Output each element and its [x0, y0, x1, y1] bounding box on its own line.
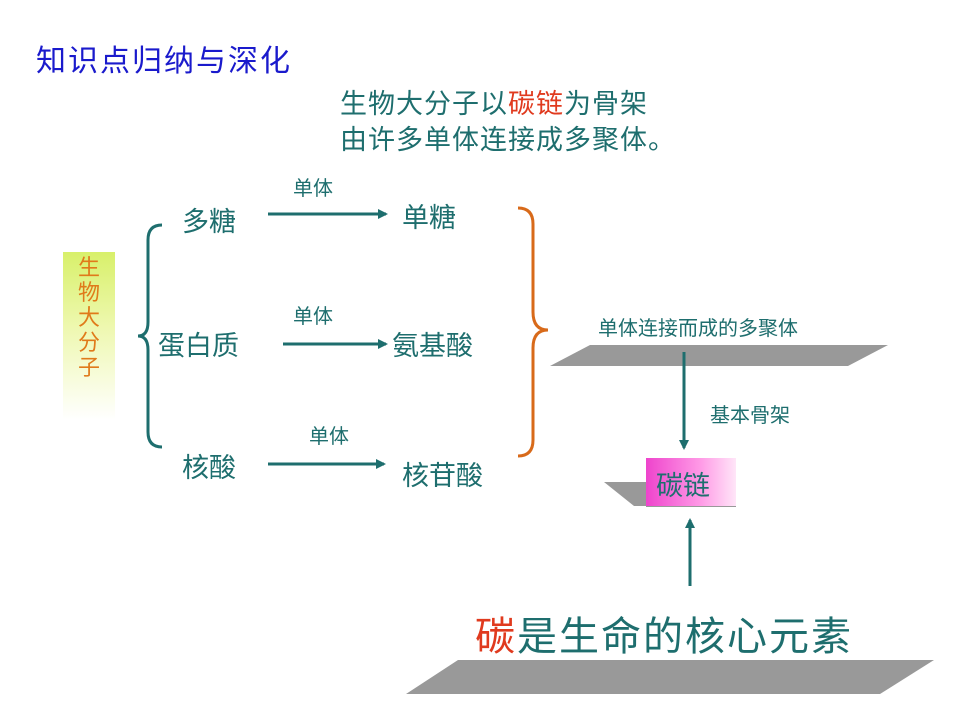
- side-label-char: 子: [77, 356, 100, 381]
- subtitle-line-1-post: 为骨架: [564, 89, 648, 120]
- subtitle-highlight: 碳链: [508, 89, 564, 120]
- arrow-label-row-3: 单体: [309, 424, 349, 448]
- left-brace: [137, 223, 163, 449]
- monomer-monosaccharide: 单糖: [402, 203, 456, 234]
- conclusion-rest: 是生命的核心元素: [517, 614, 853, 660]
- side-label-char: 大: [77, 306, 100, 331]
- subtitle-line-1-pre: 生物大分子以: [340, 89, 508, 120]
- carbon-chain-label: 碳链: [656, 471, 710, 502]
- right-brace: [517, 206, 549, 458]
- polymer-nucleic-acid: 核酸: [182, 453, 236, 484]
- polymer-polysaccharide: 多糖: [182, 207, 236, 238]
- subtitle-line-1: 生物大分子以碳链为骨架: [340, 82, 648, 121]
- side-label: 生 物 大 分 子: [63, 256, 115, 381]
- conclusion-text: 碳是生命的核心元素: [475, 604, 853, 662]
- side-label-char: 分: [77, 331, 100, 356]
- arrow-label-row-2: 单体: [293, 304, 333, 328]
- carbon-plane: [604, 482, 646, 506]
- plane-label: 单体连接而成的多聚体: [598, 316, 798, 340]
- arrow-label-row-1: 单体: [293, 176, 333, 200]
- polymer-protein: 蛋白质: [158, 331, 239, 362]
- polymer-plane: [550, 345, 888, 366]
- subtitle-line-2: 由许多单体连接成多聚体。: [340, 125, 676, 156]
- side-label-box: [63, 252, 115, 420]
- page-title: 知识点归纳与深化: [36, 44, 292, 79]
- carbon-chain-box: [646, 458, 736, 507]
- side-label-char: 物: [77, 281, 100, 306]
- side-label-char: 生: [77, 256, 100, 281]
- conclusion-highlight: 碳: [475, 614, 517, 660]
- monomer-amino-acid: 氨基酸: [392, 331, 473, 362]
- conclusion-plane: [406, 660, 934, 694]
- monomer-nucleotide: 核苷酸: [402, 461, 483, 492]
- skeleton-label: 基本骨架: [710, 403, 790, 427]
